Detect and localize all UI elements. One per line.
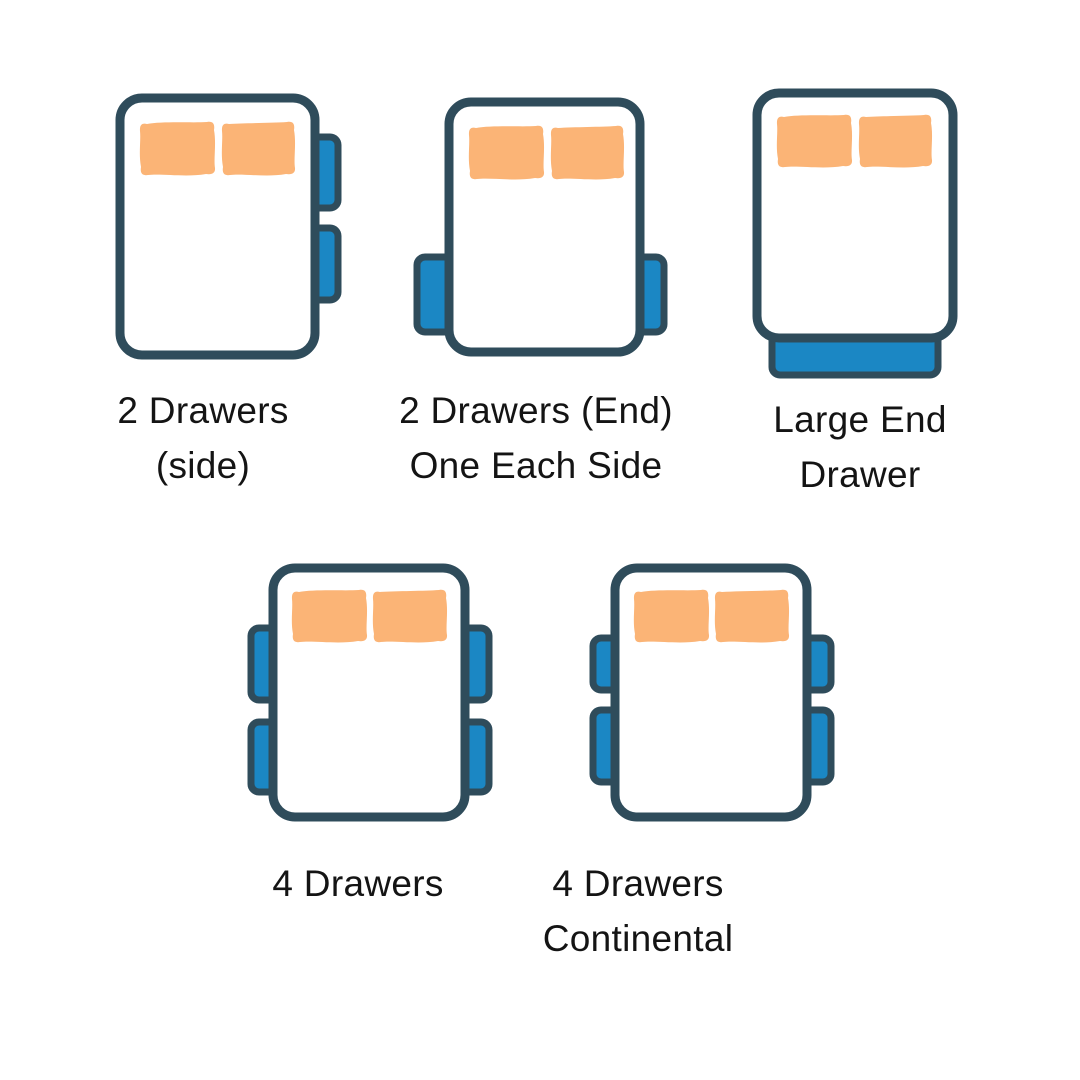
bed-4-drawers-icon [247, 563, 493, 822]
label-line: 2 Drawers (End) [399, 390, 673, 431]
pillow-shape [468, 125, 545, 180]
pillow-shape [858, 114, 933, 168]
pillow-shape [372, 589, 448, 643]
bed-2-drawers-side-icon [115, 93, 342, 360]
bed-2-drawers-end-one-each-side-icon [413, 97, 668, 357]
label-line: Drawer [799, 454, 921, 495]
label-line: 4 Drawers [272, 863, 444, 904]
figure-label-4-drawers: 4 Drawers [148, 856, 568, 911]
label-line: One Each Side [409, 445, 663, 486]
pillow-shape [550, 125, 625, 180]
label-line: (side) [155, 445, 251, 486]
label-line: 2 Drawers [117, 390, 289, 431]
pillow-shape [291, 589, 368, 643]
pillow-shape [221, 121, 296, 176]
pillow-shape [633, 589, 710, 643]
label-line: Continental [542, 918, 734, 959]
bed-4-drawers-continental-icon [589, 563, 835, 822]
figure-label-2-drawers-side: 2 Drawers (side) [0, 383, 413, 493]
label-line: 4 Drawers [552, 863, 724, 904]
label-line: Large End [773, 399, 947, 440]
figure-label-2-drawers-end-one-each-side: 2 Drawers (End) One Each Side [326, 383, 746, 493]
pillow-shape [776, 114, 853, 168]
pillow-shape [714, 589, 790, 643]
bed-large-end-drawer-icon [752, 88, 958, 379]
pillow-shape [139, 121, 216, 176]
